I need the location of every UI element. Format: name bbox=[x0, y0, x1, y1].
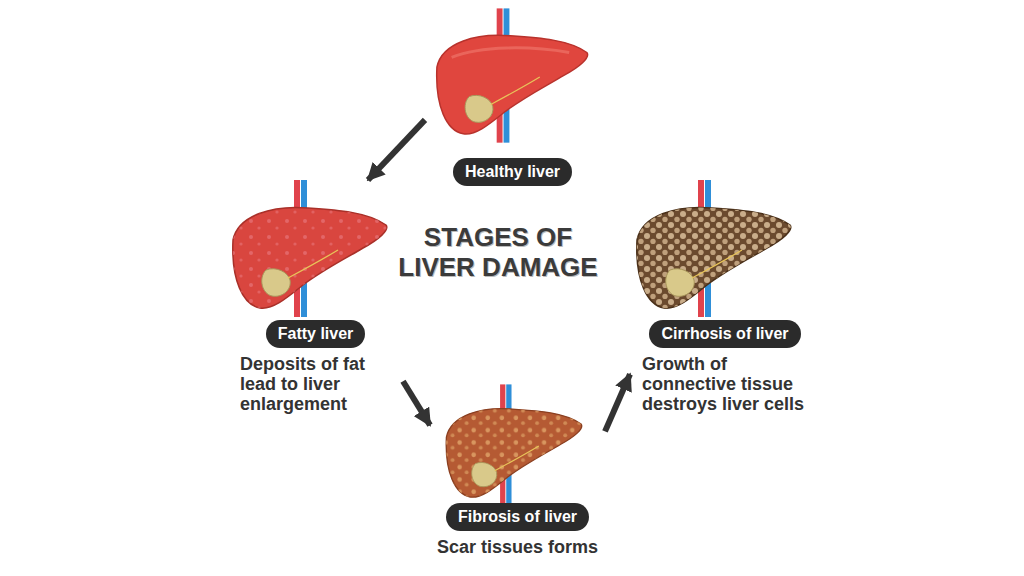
stage-description: Growth of connective tissue destroys liv… bbox=[630, 354, 820, 414]
stage-group: Healthy liver bbox=[425, 12, 600, 186]
stage-group: Cirrhosis of liverGrowth of connective t… bbox=[630, 180, 820, 414]
diagram-title: STAGES OF LIVER DAMAGE bbox=[382, 222, 614, 282]
stage-label: Fatty liver bbox=[266, 320, 366, 348]
stage-label: Healthy liver bbox=[453, 158, 572, 186]
stage-arrow bbox=[605, 374, 630, 431]
stage-group: Fibrosis of liverScar tissues forms bbox=[430, 400, 605, 557]
stage-arrow bbox=[368, 120, 425, 180]
stage-description: Deposits of fat lead to liver enlargemen… bbox=[228, 354, 403, 414]
stage-label: Cirrhosis of liver bbox=[649, 320, 800, 348]
stage-arrow bbox=[403, 381, 430, 425]
stage-group: Fatty liverDeposits of fat lead to liver… bbox=[228, 180, 403, 414]
stage-label: Fibrosis of liver bbox=[446, 503, 589, 531]
stage-description: Scar tissues forms bbox=[430, 537, 605, 557]
